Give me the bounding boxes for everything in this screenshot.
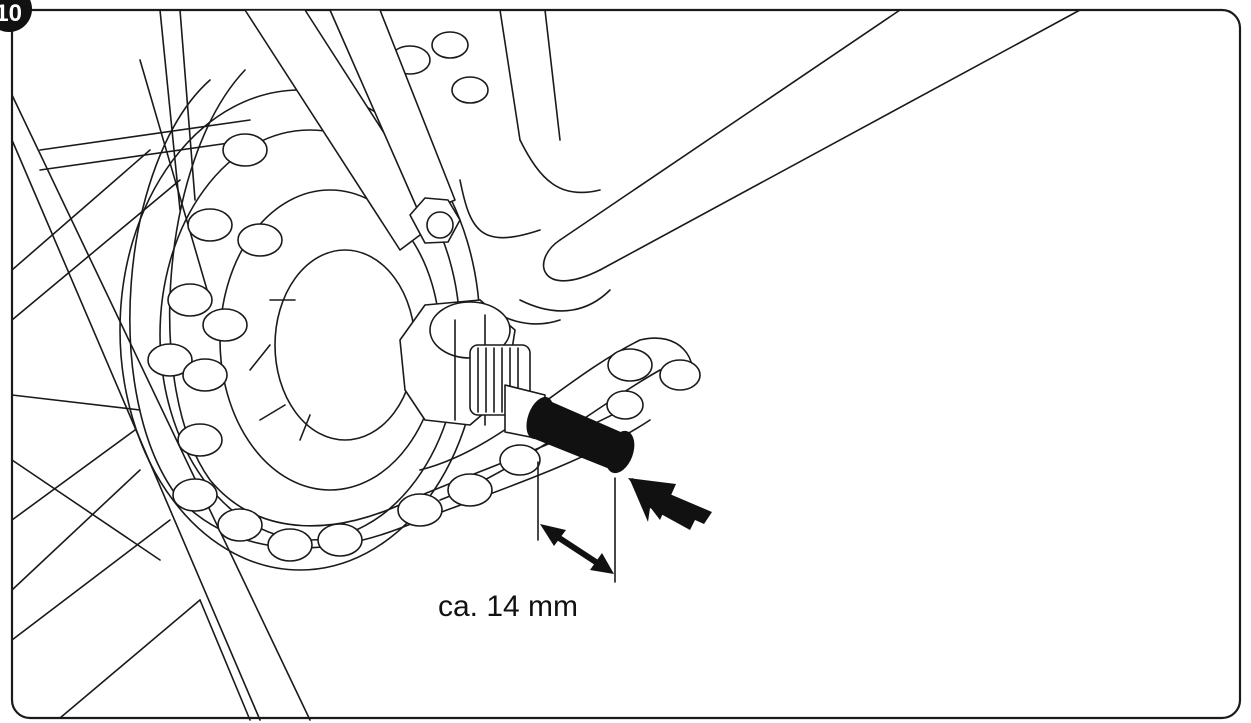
panel-frame [10, 8, 1242, 720]
axle-nut [399, 299, 546, 441]
frame-tubes [244, 9, 1081, 325]
step-number-badge: 10 [0, 0, 32, 32]
measurement-label: ca. 14 mm [438, 590, 579, 623]
chain [129, 31, 701, 562]
double-arrow-icon [537, 461, 616, 583]
bolt [409, 197, 461, 244]
axle-sleeve [526, 396, 635, 474]
arrow-icon [628, 478, 712, 530]
spokes [11, 9, 311, 721]
